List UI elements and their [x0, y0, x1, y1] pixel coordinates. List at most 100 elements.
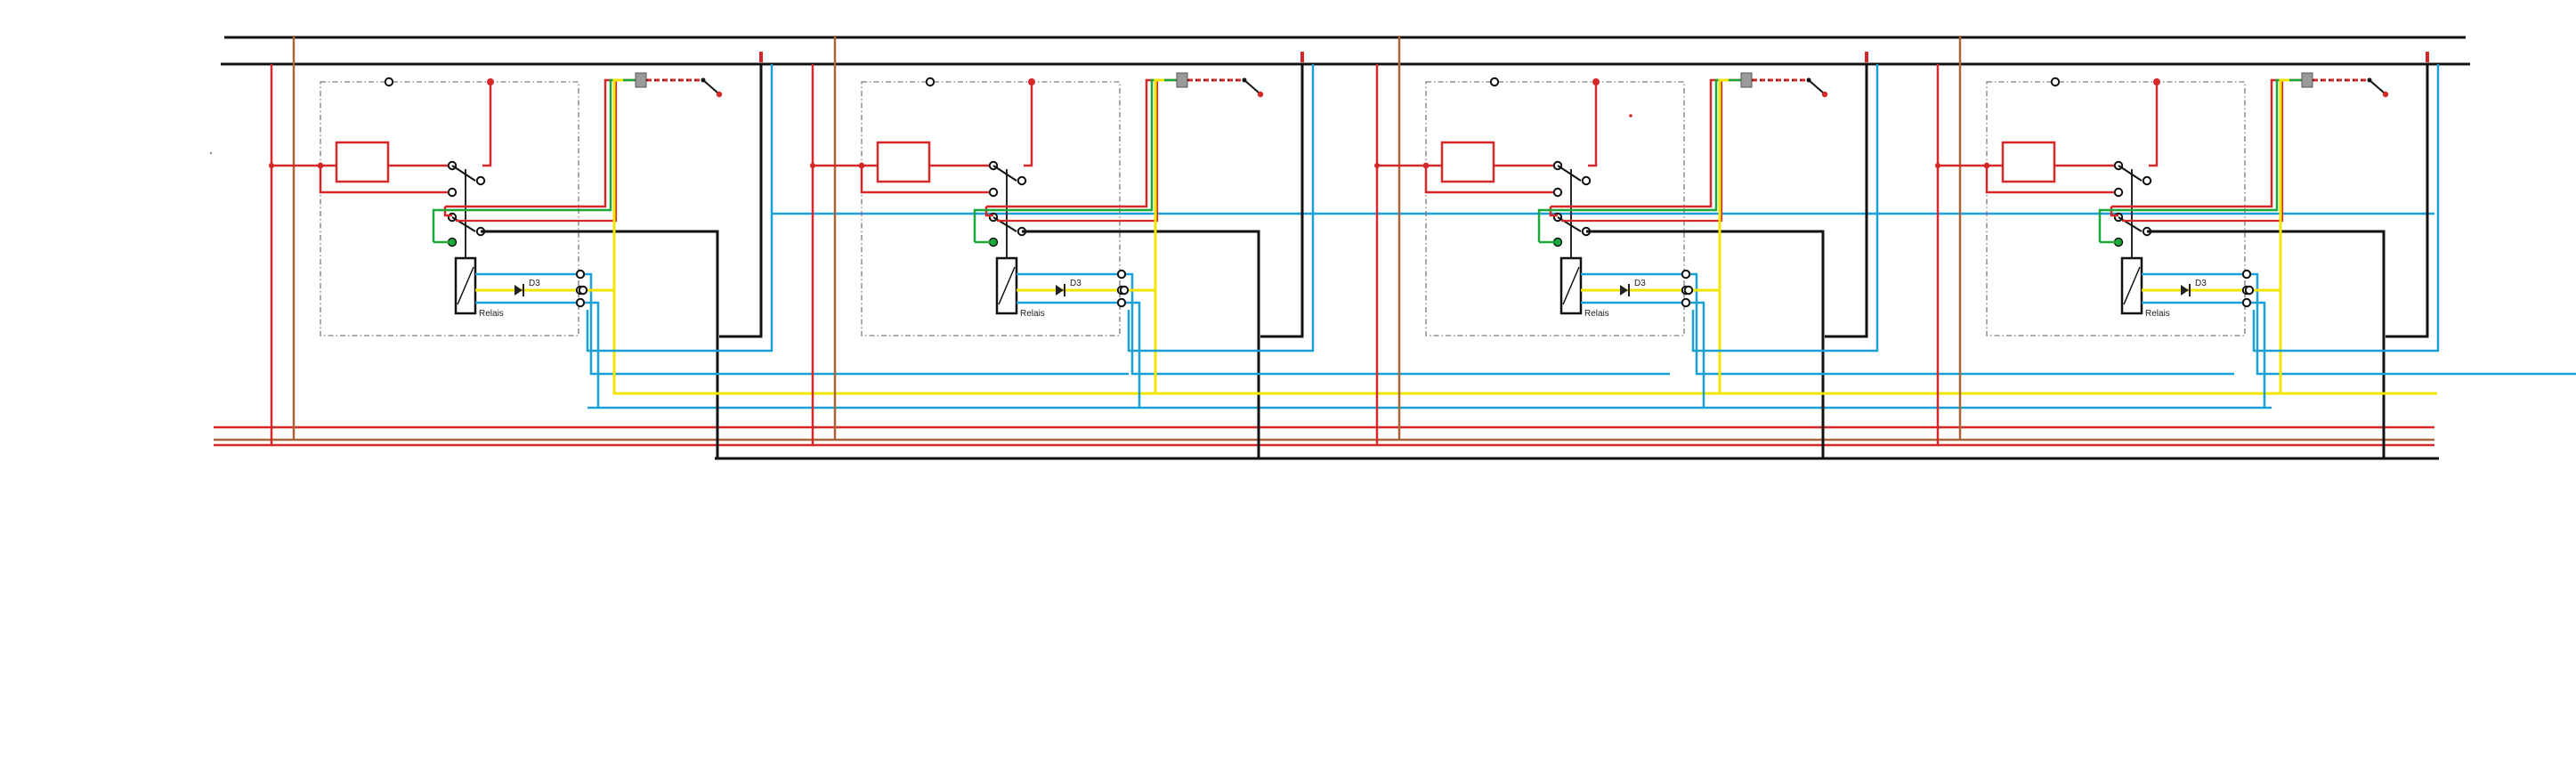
right-terminal: [1116, 297, 1127, 308]
switch-blade: [451, 165, 476, 182]
diode-triangle: [514, 285, 522, 296]
right-terminal: [1683, 285, 1694, 296]
signal-lamp-dot: [716, 91, 723, 98]
contact-terminal: [1017, 175, 1027, 186]
red-top-drop: [1024, 82, 1033, 167]
green-wire: [432, 78, 641, 242]
signal-switch-arm: [1243, 79, 1260, 93]
right-terminal: [575, 297, 586, 308]
relay-coil-slash: [457, 266, 474, 305]
global-bus-wires: [209, 36, 2470, 460]
blue-coil-wire-1: [1581, 272, 2234, 376]
right-terminal: [2241, 297, 2252, 308]
resistor-block: [335, 141, 390, 183]
red-to-connector-2: [2122, 80, 2284, 223]
contact-terminal: [988, 187, 999, 198]
contact-terminal: [2113, 187, 2124, 198]
resistor-block: [876, 141, 931, 183]
blue-coil-wire-2: [475, 301, 600, 408]
right-terminal: [578, 285, 588, 296]
red-fuse-mark: [1865, 52, 1868, 62]
right-terminal: [2241, 269, 2252, 280]
green-terminal: [1554, 239, 1561, 246]
switch-blade: [1557, 165, 1582, 182]
yellow-riser: [612, 78, 623, 290]
signal-pivot: [1242, 77, 1247, 83]
resistor-block: [1440, 141, 1495, 183]
yellow-riser: [2279, 78, 2289, 290]
green-terminal: [990, 239, 997, 246]
contact-terminal: [1552, 187, 1563, 198]
yellow-riser: [1154, 78, 1164, 290]
switch-blade: [1557, 216, 1582, 232]
contact-terminal: [447, 187, 458, 198]
top-terminal: [384, 77, 394, 87]
signal-switch-arm: [2369, 79, 2385, 93]
red-to-connector: [2111, 78, 2303, 208]
module-enclosure: [1425, 81, 1685, 336]
right-terminal: [1681, 269, 1691, 280]
black-right-vertical: [1260, 64, 1304, 338]
switch-blade: [2118, 216, 2143, 232]
red-junction: [269, 163, 274, 168]
blue-coil-wire-2: [1581, 301, 1705, 408]
diode-label: D3: [1634, 279, 1646, 288]
relay-label: Relais: [479, 309, 504, 319]
module-enclosure: [320, 81, 579, 336]
black-right-vertical: [1825, 64, 1868, 338]
red-fuse-mark: [759, 52, 763, 62]
red-to-connector: [445, 78, 636, 208]
stray-mark: [209, 151, 213, 155]
blue-right-vertical: [2252, 64, 2440, 353]
black-right-vertical: [719, 64, 763, 338]
right-terminal: [2244, 285, 2255, 296]
connector-block: [1740, 72, 1753, 88]
red-to-connector-2: [456, 80, 618, 223]
black-output-wire: [481, 230, 773, 460]
red-branch: [319, 166, 452, 194]
red-top-drop: [2149, 82, 2159, 167]
top-terminal: [1489, 77, 1500, 87]
blue-coil-wire-1: [475, 272, 1129, 376]
red-branch: [1424, 166, 1558, 194]
signal-lamp-dot: [2382, 91, 2389, 98]
green-wire: [1537, 78, 1746, 242]
signal-switch-arm: [1808, 79, 1824, 93]
black-output-wire: [2147, 230, 2439, 460]
blue-right-vertical: [1691, 64, 1879, 353]
red-junction: [1935, 163, 1940, 168]
yellow-drop: [2279, 290, 2437, 395]
yellow-drop: [1718, 290, 1876, 395]
green-terminal: [2115, 239, 2122, 246]
connector-block: [2301, 72, 2313, 88]
relay-coil-slash: [2123, 266, 2141, 305]
diode-label: D3: [1070, 279, 1081, 288]
switch-blade: [451, 216, 476, 232]
signal-lamp-dot: [1257, 91, 1264, 98]
signal-pivot: [1806, 77, 1811, 83]
right-terminal: [1116, 269, 1127, 280]
signal-switch-arm: [702, 79, 718, 93]
top-terminal: [925, 77, 936, 87]
resistor-block: [2001, 141, 2056, 183]
signal-pivot: [701, 77, 706, 83]
diode-triangle: [2181, 285, 2189, 296]
green-wire: [2098, 78, 2307, 242]
red-fuse-mark: [2426, 52, 2429, 62]
black-output-wire: [1022, 230, 1314, 460]
contact-terminal: [2142, 175, 2152, 186]
signal-pivot: [2367, 77, 2372, 83]
right-terminal: [575, 269, 586, 280]
blue-coil-wire-2: [2142, 301, 2266, 408]
relay-module-1: Relais D3: [269, 36, 1129, 460]
stray-mark: [1629, 114, 1632, 118]
signal-lamp-dot: [1821, 91, 1828, 98]
module-enclosure: [1986, 81, 2246, 336]
diode-triangle: [1056, 285, 1064, 296]
switch-blade: [992, 216, 1017, 232]
red-branch: [860, 166, 993, 194]
relay-coil-slash: [998, 266, 1016, 305]
